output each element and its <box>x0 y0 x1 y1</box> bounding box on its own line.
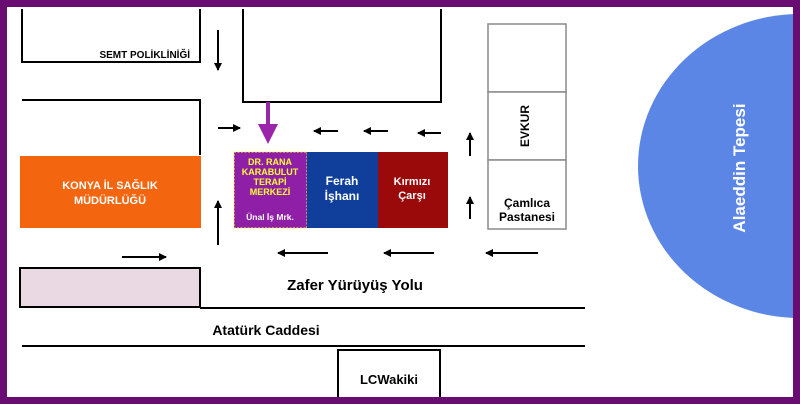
down-arrow-marker-icon <box>258 102 278 144</box>
konya-il-saglik-mudurlugu <box>20 156 201 228</box>
evkur-label: EVKUR <box>518 105 532 147</box>
health-directorate-label-line2: MÜDÜRLÜĞÜ <box>74 194 146 207</box>
camlica-label-line2: Pastanesi <box>499 210 555 224</box>
clinic-label-line4: MERKEZİ <box>250 187 291 197</box>
health-directorate-label-line1: KONYA İL SAĞLIK <box>62 179 158 192</box>
clinic-label-line3: TERAPİ <box>253 177 286 187</box>
dr-rana-karabulut-clinic <box>233 151 308 229</box>
camlica-label-line1: Çamlıca <box>504 196 550 210</box>
clinic-building-label: Ünal İş Mrk. <box>246 212 294 222</box>
upper-left-block <box>22 99 201 155</box>
lcwakiki-label: LCWakiki <box>360 372 418 387</box>
kirmizi-carsi <box>378 152 448 228</box>
evkur-building <box>487 91 567 161</box>
ferah-label-line2: İşhanı <box>325 188 360 203</box>
lcwakiki-building <box>337 349 441 397</box>
top-center-building <box>242 9 442 103</box>
alaeddin-tepesi-label: Alaeddin Tepesi <box>730 103 749 232</box>
ferah-ishani <box>307 152 378 228</box>
bottom-left-lot <box>19 267 201 308</box>
camlica-pastanesi-building <box>487 159 567 230</box>
kirmizi-label-line1: Kırmızı <box>394 176 431 188</box>
kirmizi-label-line2: Çarşı <box>398 190 426 202</box>
top-right-building <box>487 23 567 93</box>
alaeddin-tepesi-area <box>638 14 793 318</box>
traffic-arrows <box>122 30 538 261</box>
zafer-yuruyus-yolu-label: Zafer Yürüyüş Yolu <box>287 277 423 294</box>
semt-poliklinigi-block <box>21 9 201 63</box>
ataturk-caddesi-label: Atatürk Caddesi <box>212 322 319 338</box>
clinic-label-line2: KARABULUT <box>242 167 299 177</box>
ferah-label-line1: Ferah <box>326 174 359 188</box>
clinic-label-line1: DR. RANA <box>248 157 292 167</box>
semt-poliklinigi-label: SEMT POLİKLİNİĞİ <box>99 48 190 61</box>
